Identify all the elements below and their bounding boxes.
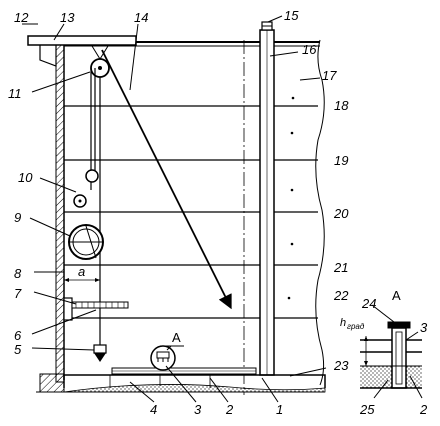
callout-15: 15	[284, 8, 299, 23]
drum	[68, 224, 104, 260]
tank-bottom	[36, 367, 326, 393]
manhole-frame	[27, 35, 137, 67]
callout-5: 5	[14, 342, 22, 357]
small-wheel	[73, 169, 99, 208]
section-marker-a: A	[172, 330, 181, 345]
tank-courses	[64, 105, 318, 319]
callout-14: 14	[134, 10, 148, 25]
callout-2: 2	[225, 402, 234, 417]
callout-21: 21	[333, 260, 348, 275]
detail-h-label: h	[340, 317, 346, 329]
plumb-weight	[93, 344, 107, 362]
callout-23: 23	[333, 358, 349, 373]
callout-12: 12	[14, 10, 29, 25]
callout-22: 22	[333, 288, 349, 303]
callout-19: 19	[334, 153, 348, 168]
tank-wall	[55, 41, 65, 383]
callout-18: 18	[334, 98, 349, 113]
detail-callout-25: 25	[359, 402, 375, 417]
callout-8: 8	[14, 266, 22, 281]
callout-20: 20	[333, 206, 349, 221]
bracket	[63, 274, 129, 321]
callout-6: 6	[14, 328, 22, 343]
leader-lines	[22, 15, 423, 403]
callout-4: 4	[150, 402, 157, 417]
top-pulley	[90, 45, 110, 78]
callout-9: 9	[14, 210, 21, 225]
callout-17: 17	[322, 68, 337, 83]
detail-callout-24: 24	[361, 296, 376, 311]
callout-7: 7	[14, 286, 22, 301]
guide-pipe	[259, 21, 275, 376]
dimension-a: a	[78, 264, 85, 279]
detail-callout-3: 3	[420, 320, 428, 335]
callout-16: 16	[302, 42, 317, 57]
detail-a	[360, 321, 422, 389]
detail-h-subscript: град	[347, 322, 365, 331]
callout-3: 3	[194, 402, 202, 417]
callout-10: 10	[18, 170, 33, 185]
detail-title: A	[392, 288, 401, 303]
callout-11: 11	[8, 86, 22, 101]
course-dots	[287, 96, 295, 300]
callout-13: 13	[60, 10, 75, 25]
tape-diagonal	[101, 49, 232, 310]
callout-1: 1	[276, 402, 283, 417]
detail-callout-2: 2	[419, 402, 428, 417]
detail-a-marker	[150, 345, 184, 371]
